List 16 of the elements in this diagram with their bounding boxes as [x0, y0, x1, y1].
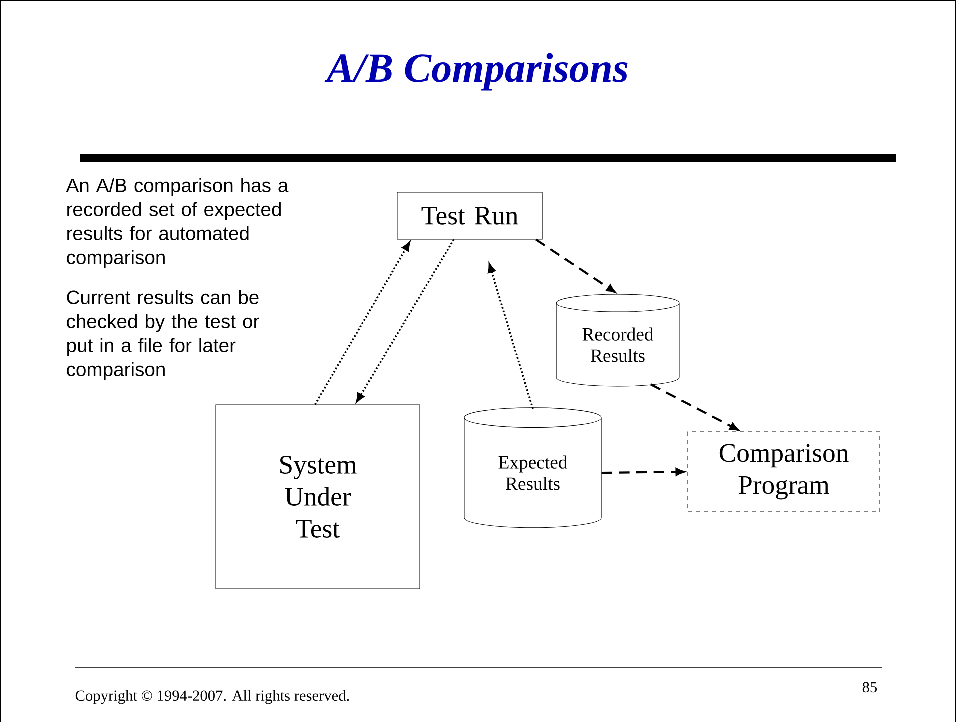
page-number: 85 [862, 682, 877, 693]
arrow [536, 238, 616, 293]
arrow [602, 468, 685, 476]
note-text: Current results can be checked by the test or put in a file for later comparison [67, 290, 260, 380]
database-cylinder: Recorded Results [556, 294, 680, 387]
process-box: System Under Test [216, 404, 420, 590]
process-box: Comparison Program [688, 432, 880, 512]
arrow [488, 264, 534, 410]
copyright-text: Copyright © 1994-2007. All rights reserved. [76, 690, 350, 704]
process-box: Test Run [397, 192, 543, 240]
arrow [650, 384, 739, 431]
note-text: An A/B comparison has a recorded set of expected results for automated comparison [66, 178, 289, 268]
database-cylinder: Expected Results [464, 408, 602, 528]
title: A/B Comparisons [324, 53, 628, 91]
arrow [314, 242, 410, 406]
arrow [356, 239, 455, 402]
